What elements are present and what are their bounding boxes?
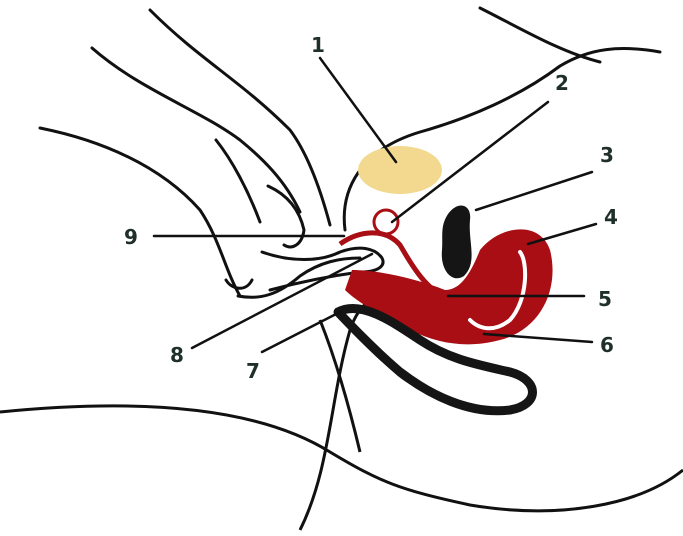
label-6: 6 (600, 333, 614, 357)
label-9: 9 (124, 225, 138, 249)
hand-outline (40, 10, 330, 296)
label-8: 8 (170, 343, 184, 367)
rectal-dark-organ (442, 205, 472, 278)
label-5: 5 (598, 287, 612, 311)
highlight-circle (374, 210, 398, 234)
label-3: 3 (600, 143, 614, 167)
thigh-outline (0, 406, 683, 511)
label-4: 4 (604, 205, 618, 229)
label-7: 7 (246, 359, 260, 383)
perineum-line (320, 320, 360, 452)
label-2: 2 (555, 71, 569, 95)
bladder-shape (358, 146, 442, 194)
body-outline (344, 8, 660, 230)
label-1: 1 (311, 33, 325, 57)
